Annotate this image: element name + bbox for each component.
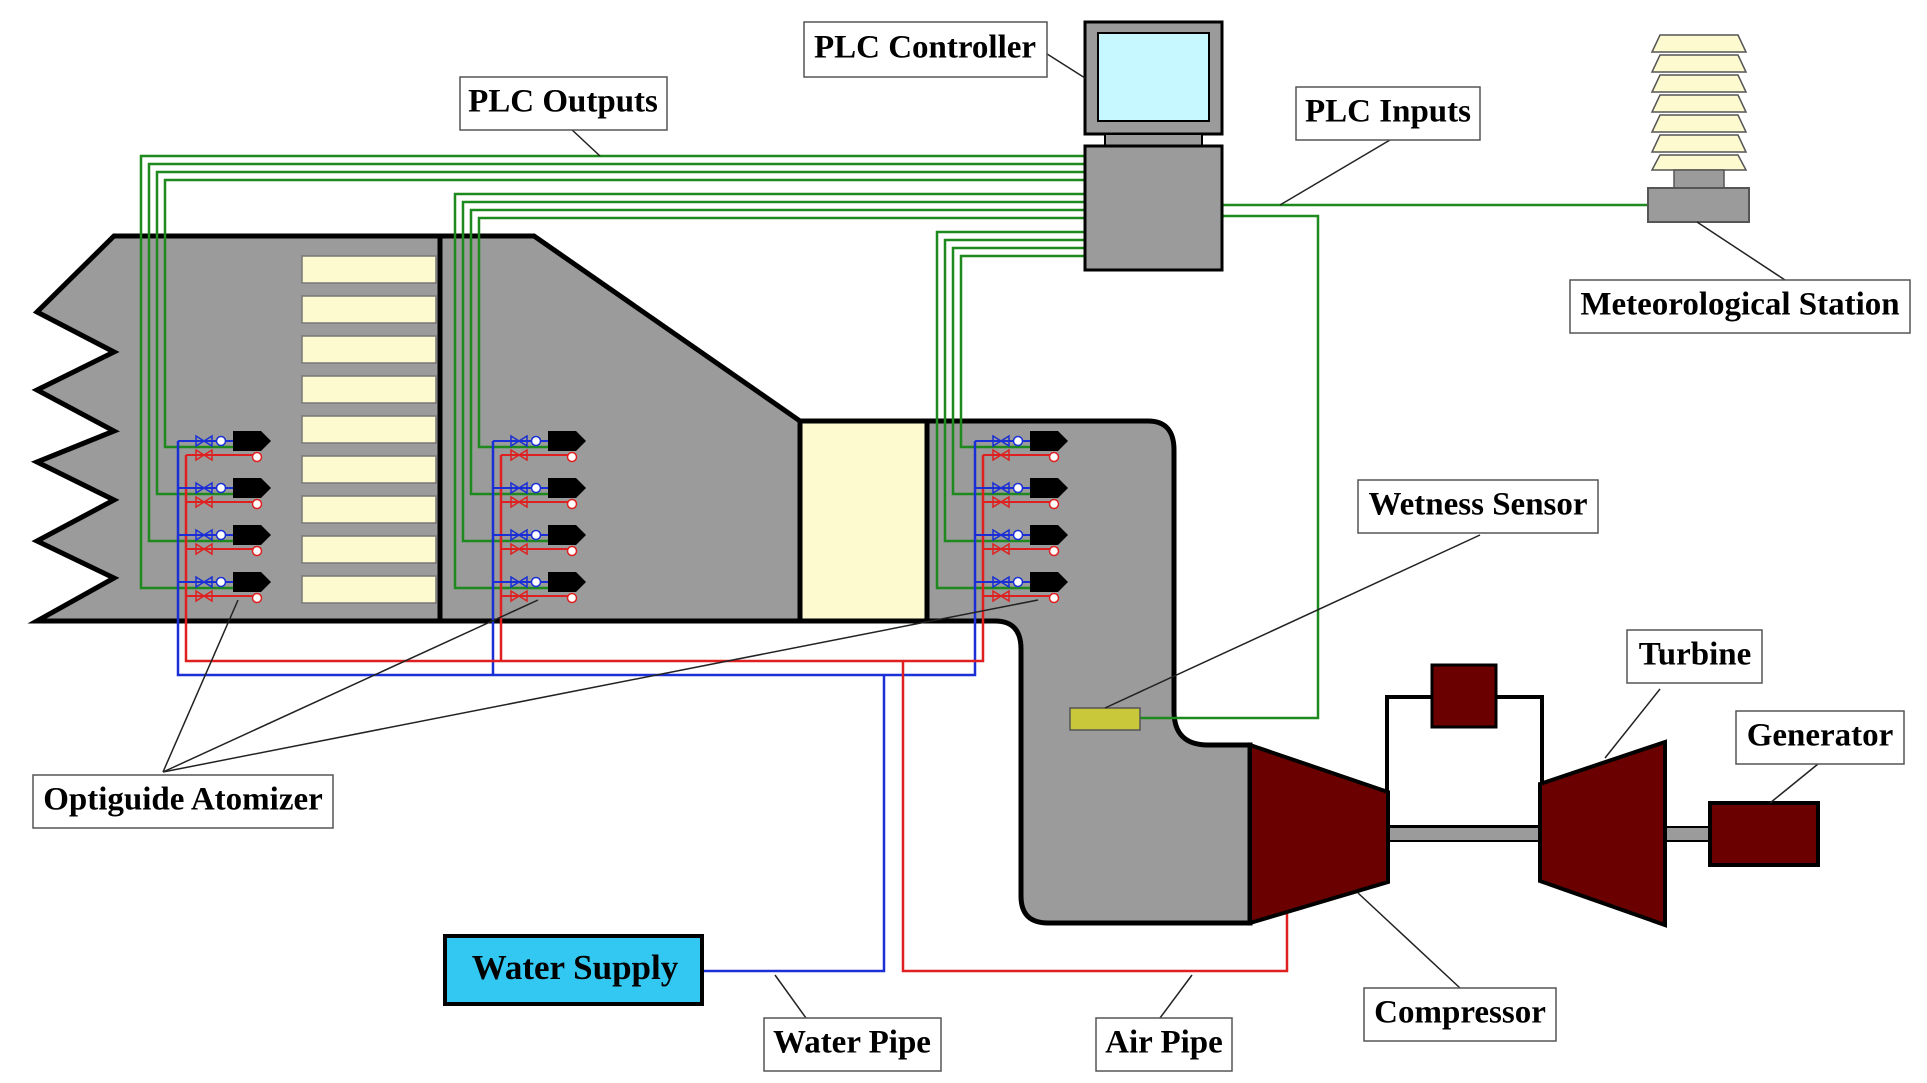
label-wetness-sensor: Wetness Sensor (1357, 479, 1599, 534)
label-plc-controller: PLC Controller (803, 21, 1048, 78)
svg-text:PLC Inputs: PLC Inputs (1305, 94, 1471, 130)
plc-screen (1097, 32, 1210, 122)
atomizer-nozzle-icon (975, 525, 1068, 557)
atomizer-nozzle-icon (178, 478, 271, 510)
svg-text:Meteorological Station: Meteorological Station (1580, 287, 1899, 323)
wetness-sensor-signal (1140, 214, 1320, 720)
label-plc-outputs: PLC Outputs (459, 76, 668, 131)
filter-slat (301, 375, 437, 404)
atomizer-nozzle-icon (975, 431, 1068, 463)
label-meteorological-station: Meteorological Station (1569, 279, 1911, 334)
svg-text:Compressor: Compressor (1374, 995, 1546, 1031)
atomizer-array (178, 431, 1068, 604)
plc-output-lines (139, 154, 1085, 590)
compressor-body (1248, 742, 1390, 926)
label-compressor: Compressor (1363, 987, 1557, 1042)
atomizer-nozzle-icon (178, 431, 271, 463)
filter-slat (301, 295, 437, 324)
atomizer-nozzle-icon (493, 525, 586, 557)
duct-cooler-panel (797, 418, 930, 624)
leader-lines (162, 51, 1819, 1019)
filter-slat (301, 335, 437, 364)
filter-slat (301, 495, 437, 524)
label-turbine: Turbine (1626, 629, 1763, 684)
plc-base (1083, 144, 1224, 272)
inlet-duct (27, 233, 1253, 926)
turbine-body (1538, 739, 1667, 928)
filter-slat (301, 455, 437, 484)
filter-slats (301, 255, 437, 604)
svg-text:PLC Outputs: PLC Outputs (468, 84, 658, 120)
label-generator: Generator (1735, 710, 1905, 765)
combustor (1430, 663, 1498, 729)
filter-slat (301, 575, 437, 604)
gas-turbine-train (1248, 663, 1820, 928)
svg-text:Air Pipe: Air Pipe (1105, 1025, 1223, 1061)
water-supply-tank: Water Supply (443, 934, 704, 1006)
wetness-sensor-icon (1069, 707, 1141, 731)
atomizer-nozzle-icon (975, 478, 1068, 510)
svg-text:Generator: Generator (1747, 718, 1894, 754)
meteorological-station-icon (1647, 34, 1750, 223)
plc-input-lines (1140, 203, 1648, 720)
atomizer-nozzle-icon (493, 572, 586, 604)
filter-slat (301, 415, 437, 444)
atomizer-nozzle-icon (178, 525, 271, 557)
svg-text:PLC Controller: PLC Controller (814, 30, 1036, 66)
plc-computer-icon (1083, 20, 1224, 272)
svg-text:Turbine: Turbine (1639, 637, 1752, 673)
filter-slat (301, 255, 437, 284)
atomizer-nozzle-icon (493, 478, 586, 510)
label-air-pipe: Air Pipe (1095, 1017, 1233, 1072)
label-water-pipe: Water Pipe (763, 1017, 942, 1072)
atomizer-nozzle-icon (493, 431, 586, 463)
svg-text:Wetness Sensor: Wetness Sensor (1368, 487, 1587, 523)
filter-slat (301, 535, 437, 564)
air-pipe-network (184, 455, 1289, 973)
svg-text:Water Pipe: Water Pipe (773, 1025, 931, 1061)
water-pipe-network (176, 441, 977, 973)
plc-stand (1104, 133, 1203, 147)
label-plc-inputs: PLC Inputs (1295, 86, 1481, 141)
svg-text:Optiguide Atomizer: Optiguide Atomizer (43, 782, 323, 818)
atomizer-nozzle-icon (178, 572, 271, 604)
inlet-filter-house (27, 233, 1253, 926)
atomizer-nozzle-icon (975, 572, 1068, 604)
water-supply-label: Water Supply (472, 948, 679, 987)
label-optiguide-atomizer: Optiguide Atomizer (32, 774, 334, 829)
generator-body (1708, 801, 1820, 867)
